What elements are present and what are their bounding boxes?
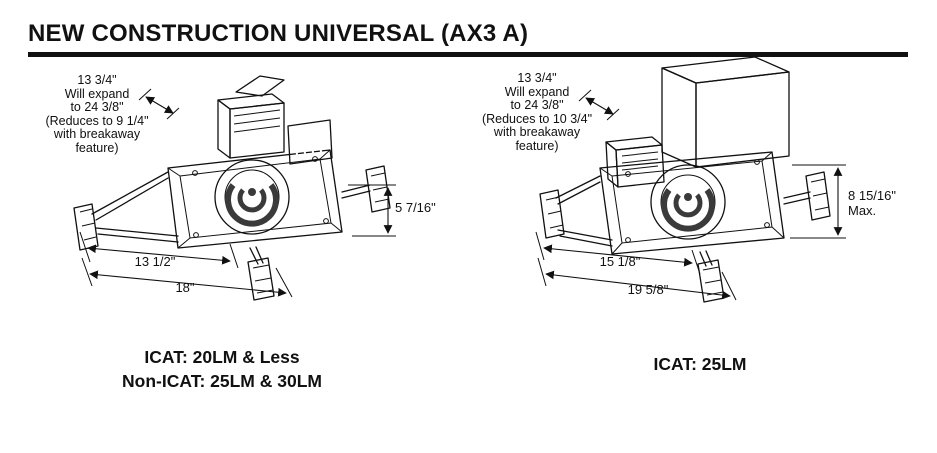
driver-box	[287, 119, 333, 165]
nailing-plates	[539, 171, 831, 303]
note-line: to 24 3/8"	[510, 98, 564, 112]
right-fixture-drawing	[535, 56, 846, 303]
left-figure-caption: ICAT: 20LM & Less Non-ICAT: 25LM & 30LM	[40, 345, 404, 393]
height-dimension	[790, 164, 846, 239]
left-height-dimension-label: 5 7/16"	[395, 200, 436, 215]
housing-box	[661, 56, 790, 168]
title-underline	[28, 52, 908, 57]
right-expansion-note: 13 3/4" Will expand to 24 3/8" (Reduces …	[466, 71, 608, 153]
width-dimensions	[79, 231, 293, 298]
caption-line: Non-ICAT: 25LM & 30LM	[122, 371, 322, 391]
height-value: 8 15/16"	[848, 188, 896, 203]
note-line: feature)	[515, 138, 559, 153]
note-line: 13 3/4"	[517, 71, 557, 85]
height-dimension	[348, 184, 396, 237]
left-inner-width-dimension-label: 13 1/2"	[134, 254, 176, 269]
note-line: feature)	[75, 140, 119, 155]
width-dimensions	[535, 231, 737, 301]
left-fixture-drawing	[73, 75, 396, 301]
right-figure-caption: ICAT: 25LM	[560, 352, 840, 376]
mounting-pan	[599, 151, 785, 255]
note-line: Will expand	[504, 84, 570, 99]
left-outer-width-dimension-label: 18"	[175, 280, 195, 295]
right-inner-width-dimension-label: 15 1/8"	[599, 254, 641, 269]
note-line: with breakaway	[53, 127, 141, 141]
expansion-dimension	[578, 89, 620, 121]
caption-line: ICAT: 20LM & Less	[144, 347, 300, 367]
right-outer-width-dimension-label: 19 5/8"	[627, 282, 669, 297]
note-line: (Reduces to 9 1/4"	[45, 113, 149, 128]
note-line: 13 3/4"	[77, 73, 117, 87]
height-suffix: Max.	[848, 203, 877, 218]
hanger-bars	[555, 175, 811, 267]
trim-opening	[214, 159, 290, 235]
note-line: with breakaway	[493, 125, 581, 139]
hanger-bars	[91, 171, 371, 265]
junction-box	[605, 136, 665, 188]
caption-line: ICAT: 25LM	[653, 354, 747, 374]
note-line: Will expand	[64, 86, 130, 101]
junction-box	[217, 75, 285, 159]
mounting-pan	[167, 149, 343, 249]
note-line: (Reduces to 10 3/4"	[481, 111, 593, 126]
left-expansion-note: 13 3/4" Will expand to 24 3/8" (Reduces …	[26, 73, 168, 155]
right-height-dimension-label: 8 15/16" Max.	[848, 188, 923, 218]
trim-opening	[650, 164, 726, 240]
expansion-dimension	[138, 88, 180, 120]
note-line: to 24 3/8"	[70, 100, 124, 114]
page-title: NEW CONSTRUCTION UNIVERSAL (AX3 A)	[28, 20, 529, 47]
